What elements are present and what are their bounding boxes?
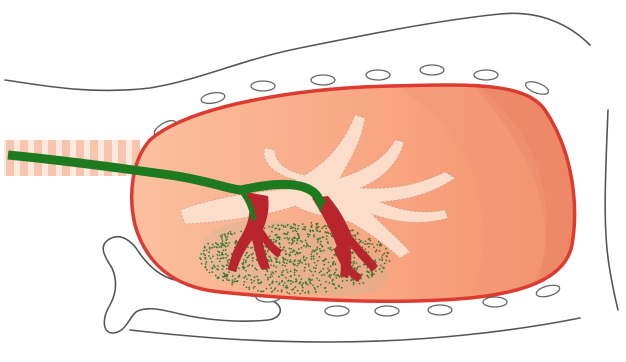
cartilage-ring [76,140,84,176]
cartilage-ring [90,140,98,176]
